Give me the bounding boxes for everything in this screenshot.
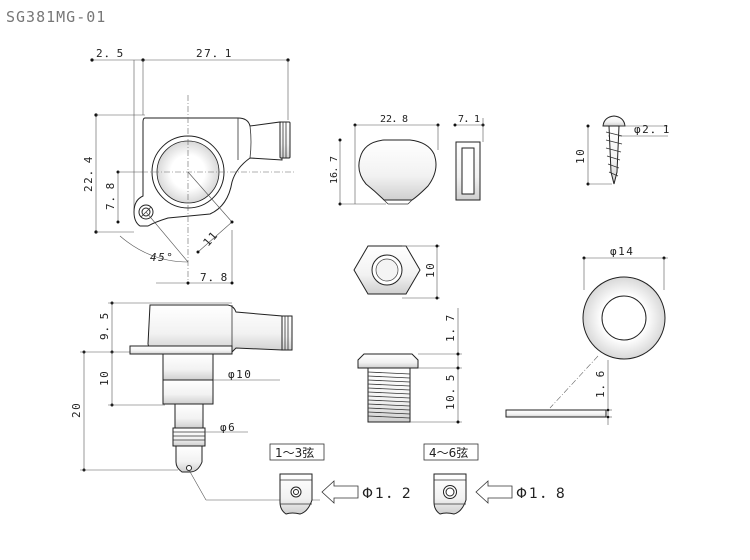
hex-nut: 10 bbox=[353, 244, 440, 300]
top-view: 2．5 27．1 22．4 7．8 11 bbox=[82, 47, 296, 285]
dim-total: 20 bbox=[70, 402, 83, 418]
hole-label-large: 4～6弦 bbox=[429, 445, 468, 460]
dim-offset: 2．5 bbox=[96, 47, 125, 60]
dim-radius: 11 bbox=[201, 228, 222, 249]
dim-bushing: 10 bbox=[98, 370, 111, 386]
dim-screw-dia: φ2．1 bbox=[634, 123, 671, 136]
dim-bush-flange: 1．7 bbox=[444, 313, 457, 342]
dim-screw-len: 10 bbox=[574, 148, 587, 164]
hole-dia-small: Φ1．2 bbox=[362, 486, 413, 502]
dim-bush-len: 10．5 bbox=[444, 373, 457, 410]
model-title: SG381MG-01 bbox=[6, 8, 106, 26]
screw: φ2．1 10 bbox=[574, 115, 671, 186]
dim-dia6: φ6 bbox=[220, 421, 236, 434]
hole-detail-large: 4～6弦 Φ1．8 bbox=[423, 443, 567, 515]
dim-dia10: φ10 bbox=[228, 368, 252, 381]
dim-length: 27．1 bbox=[196, 47, 233, 60]
hole-dia-large: Φ1．8 bbox=[516, 486, 567, 502]
dim-nut: 10 bbox=[424, 262, 437, 278]
knob: 22．8 16．7 7．1 bbox=[329, 114, 485, 206]
bushing: 1．7 10．5 bbox=[357, 308, 462, 424]
dim-center: 7．8 bbox=[104, 181, 117, 210]
dim-cap: 9．5 bbox=[98, 311, 111, 340]
dim-knob-height: 16．7 bbox=[329, 156, 340, 184]
washer: φ14 1．6 bbox=[505, 245, 668, 425]
dim-knob-width: 22．8 bbox=[380, 114, 408, 125]
dim-height: 22．4 bbox=[82, 155, 95, 192]
dim-bottom: 7．8 bbox=[200, 271, 229, 284]
hole-label-small: 1～3弦 bbox=[275, 445, 314, 460]
dim-washer-thick: 1．6 bbox=[594, 369, 607, 398]
side-view: 9．5 10 20 φ10 φ6 bbox=[70, 301, 320, 501]
dim-knob-thick: 7．1 bbox=[458, 114, 480, 125]
hole-detail-small: 1～3弦 Φ1．2 bbox=[269, 443, 413, 515]
dim-angle: 45° bbox=[150, 251, 174, 264]
dim-washer-dia: φ14 bbox=[610, 245, 634, 258]
